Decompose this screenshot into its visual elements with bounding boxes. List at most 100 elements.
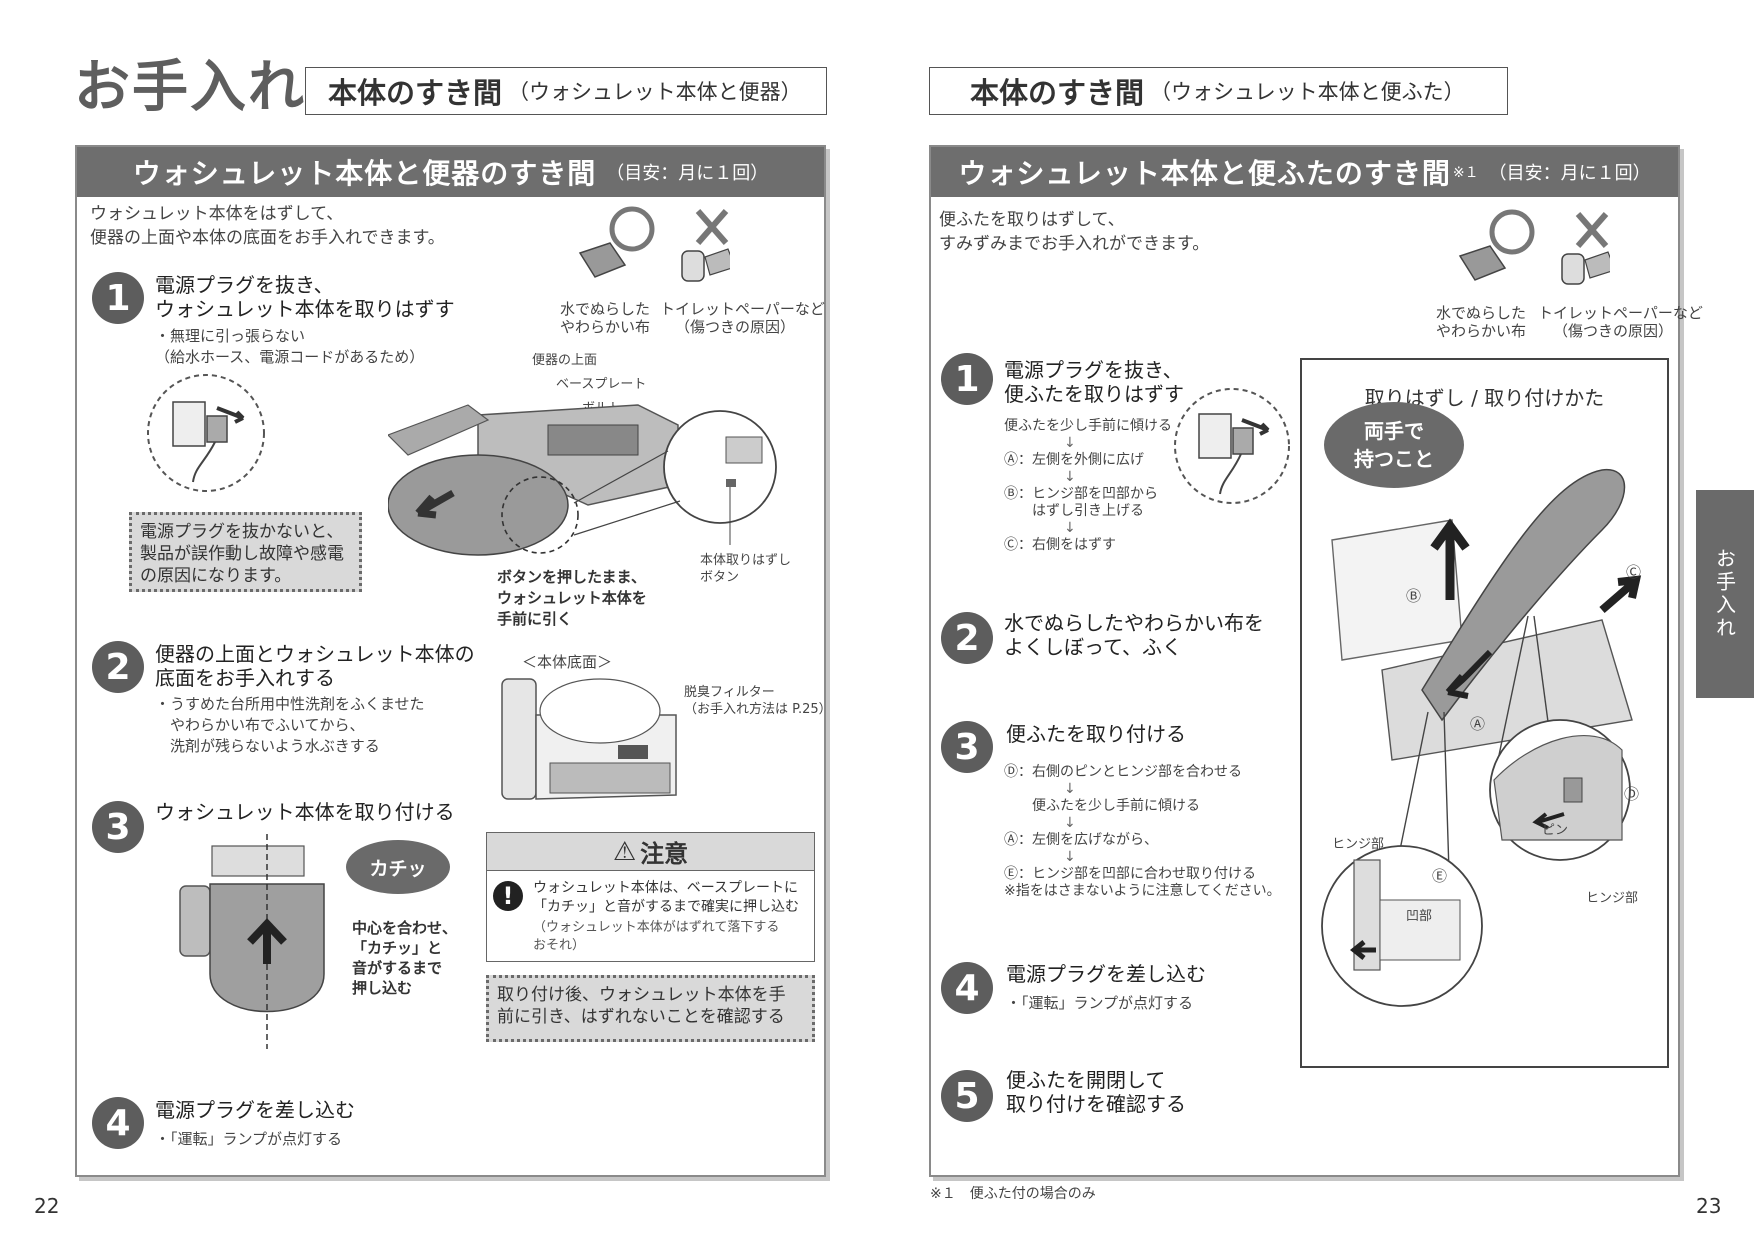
left-step1-note: ・無理に引っ張らない （給水ホース、電源コードがあるため） <box>155 327 425 366</box>
right-step4-title: 電源プラグを差し込む <box>1006 962 1206 986</box>
caution-header: ⚠ 注意 <box>487 833 814 871</box>
left-step1-number: 1 <box>92 272 144 324</box>
right-step1-instructions: 便ふたを少し手前に傾ける ↓ Ⓐ：左側を外側に広げ ↓ Ⓑ：ヒンジ部を凹部から … <box>1004 418 1172 553</box>
right-header-sub: （ウォシュレット本体と便ふた） <box>1150 80 1465 104</box>
label-release-button: 本体取りはずし ボタン <box>700 553 792 585</box>
left-band-frequency: （目安：月に１回） <box>606 163 769 184</box>
page-number-left: 22 <box>34 1194 60 1218</box>
lid-removal-diagram <box>1321 469 1642 1007</box>
left-step2-title: 便器の上面とウォシュレット本体の 底面をお手入れする <box>155 642 475 690</box>
pull-forward-arrow-icon <box>415 489 455 519</box>
label-toilet-top: 便器の上面 <box>532 353 598 368</box>
unplug-illustration-right <box>1174 388 1290 504</box>
caution-subtext: （ウォシュレット本体がはずれて落下する おそれ） <box>533 920 780 953</box>
page-number-right: 23 <box>1696 1194 1722 1218</box>
right-step5-number: 5 <box>941 1070 993 1122</box>
right-header-box: 本体のすき間 （ウォシュレット本体と便ふた） <box>929 67 1508 115</box>
right-band-frequency: （目安：月に１回） <box>1488 163 1651 184</box>
ok-circle-icon <box>609 206 655 252</box>
toilet-seat-shape <box>388 454 569 556</box>
left-step3-number: 3 <box>92 801 144 853</box>
right-step4-note: ・「運転」ランプが点灯する <box>1006 994 1194 1012</box>
right-header-main: 本体のすき間 <box>970 76 1145 110</box>
label-e: Ⓔ <box>1432 867 1448 885</box>
removal-install-title: 取りはずし / 取り付けかた <box>1364 386 1605 410</box>
exclamation-icon: ! <box>493 881 523 911</box>
toilet-paper-icon <box>681 250 705 282</box>
left-header-main: 本体のすき間 <box>328 76 503 110</box>
left-step3-note: 中心を合わせ、 「カチッ」と 音がするまで 押し込む <box>352 919 458 997</box>
pull-arrow-icon <box>216 406 245 424</box>
outlet-icon <box>1198 413 1232 459</box>
label-hinge-left: ヒンジ部 <box>1332 837 1385 852</box>
plug-icon <box>206 415 228 443</box>
right-step5-title: 便ふたを開閉して 取り付けを確認する <box>1006 1068 1186 1116</box>
right-ng-caption: トイレットペーパーなど （傷つきの原因） <box>1538 304 1703 340</box>
section-side-tab: お手入れ <box>1696 490 1754 698</box>
right-step3-title: 便ふたを取り付ける <box>1006 722 1186 746</box>
unplug-illustration-left <box>147 374 265 492</box>
right-step2-number: 2 <box>941 612 993 664</box>
outlet-icon <box>172 401 206 447</box>
right-band-footnote-mark: ※１ <box>1452 165 1479 181</box>
right-step1-number: 1 <box>941 353 993 405</box>
wet-cloth-icon <box>578 242 627 278</box>
left-panel-band: ウォシュレット本体と便器のすき間 （目安：月に１回） <box>77 147 824 197</box>
label-pin: ピン <box>1542 823 1569 838</box>
left-step4-number: 4 <box>92 1097 144 1149</box>
ok-circle-icon <box>1489 209 1535 255</box>
right-ok-caption: 水でぬらした やわらかい布 <box>1436 304 1527 340</box>
filter-icon <box>618 745 648 759</box>
left-step2-number: 2 <box>92 641 144 693</box>
warning-triangle-icon: ⚠ <box>612 836 637 867</box>
push-in-arrow-icon <box>247 918 287 964</box>
unit-bottom-diagram <box>501 678 677 800</box>
label-a: Ⓐ <box>1470 715 1486 733</box>
label-hinge-right: ヒンジ部 <box>1586 891 1639 906</box>
left-ok-caption: 水でぬらした やわらかい布 <box>560 300 651 336</box>
right-out-arrow-icon <box>1599 575 1642 614</box>
wet-cloth-icon <box>1458 245 1507 281</box>
footnote: ※１ 便ふた付の場合のみ <box>930 1186 1096 1202</box>
right-step1-title: 電源プラグを抜き、 便ふたを取りはずす <box>1004 358 1184 406</box>
caution-box: ⚠ 注意 ! ウォシュレット本体は、ベースプレートに 「カチッ」と音がするまで確… <box>486 832 815 962</box>
ok-ng-illustration-left <box>578 206 730 282</box>
install-check-warning: 取り付け後、ウォシュレット本体を手 前に引き、はずれないことを確認する <box>486 975 815 1042</box>
right-panel-band: ウォシュレット本体と便ふたのすき間 ※１ （目安：月に１回） <box>931 147 1678 197</box>
seat-removal-diagram <box>388 404 777 556</box>
two-hands-bubble: 両手で 持つこと <box>1324 402 1464 488</box>
left-step4-note: ・「運転」ランプが点灯する <box>155 1130 343 1148</box>
lid-shape <box>1421 469 1626 722</box>
right-band-title: ウォシュレット本体と便ふたのすき間 <box>958 157 1451 190</box>
caution-text: ウォシュレット本体は、ベースプレートに 「カチッ」と音がするまで確実に押し込む <box>533 880 799 915</box>
right-step3-instructions: Ⓓ：右側のピンとヒンジ部を合わせる ↓ 便ふたを少し手前に傾ける ↓ Ⓐ：左側を… <box>1004 764 1281 899</box>
label-unit-bottom: ＜本体底面＞ <box>522 653 613 671</box>
removal-install-box: 取りはずし / 取り付けかた 両手で 持つこと Ⓑ Ⓒ Ⓐ Ⓓ Ⓔ ヒンジ部 凹… <box>1300 358 1669 1068</box>
click-bubble: カチッ <box>346 840 450 894</box>
label-b: Ⓑ <box>1406 587 1422 605</box>
plug-icon <box>1232 427 1254 455</box>
right-step3-number: 3 <box>941 721 993 773</box>
label-c: Ⓒ <box>1626 563 1642 581</box>
label-base-plate: ベースプレート <box>556 377 647 392</box>
label-recess: 凹部 <box>1406 909 1433 924</box>
right-intro: 便ふたを取りはずして、 すみずみまでお手入れができます。 <box>939 210 1210 254</box>
left-ng-caption: トイレットペーパーなど （傷つきの原因） <box>660 300 825 336</box>
left-header-sub: （ウォシュレット本体と便器） <box>508 80 802 104</box>
left-step2-note: ・うすめた台所用中性洗剤をふくませた やわらかい布でふいてから、 洗剤が残らない… <box>155 695 425 755</box>
ok-ng-illustration-right <box>1458 209 1610 285</box>
left-intro: ウォシュレット本体をはずして、 便器の上面や本体の底面をお手入れできます。 <box>90 204 445 248</box>
label-d: Ⓓ <box>1624 785 1640 803</box>
push-button-note: ボタンを押したまま、 ウォシュレット本体を 手前に引く <box>497 568 647 628</box>
seat-install-diagram <box>179 834 325 1049</box>
label-deodorizer-filter: 脱臭フィルター （お手入れ方法は P.25） <box>684 685 832 717</box>
unplug-warning: 電源プラグを抜かないと、 製品が誤作動し故障や感電 の原因になります。 <box>129 512 362 592</box>
left-step4-title: 電源プラグを差し込む <box>155 1098 355 1122</box>
left-spread-arrow-icon <box>1445 649 1493 699</box>
left-header-box: 本体のすき間 （ウォシュレット本体と便器） <box>305 67 827 115</box>
right-step4-number: 4 <box>941 962 993 1014</box>
left-step3-title: ウォシュレット本体を取り付ける <box>155 800 455 824</box>
left-step1-title: 電源プラグを抜き、 ウォシュレット本体を取りはずす <box>155 273 455 321</box>
toilet-paper-icon <box>1561 253 1585 285</box>
lift-up-arrow-icon <box>1430 518 1470 600</box>
